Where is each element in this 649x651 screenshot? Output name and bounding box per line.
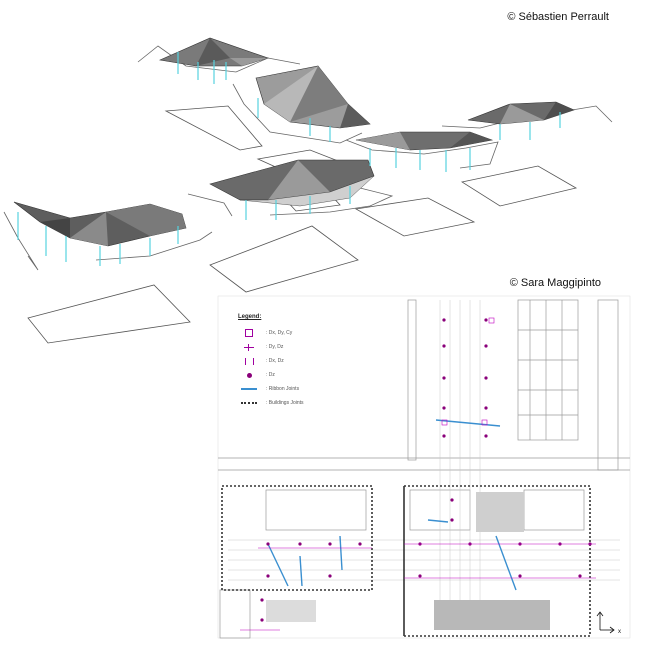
- support-markers: [260, 318, 592, 622]
- floor-plate: [460, 165, 578, 207]
- legend-item-ribbon: : Ribbon Joints: [238, 382, 304, 396]
- roof-shell-2: [255, 65, 371, 129]
- legend-item-bracket: : Dx, Dz: [238, 354, 304, 368]
- roof-shell-3: [355, 131, 494, 151]
- axis-x-label: x: [618, 629, 621, 635]
- bracket-support-icon: [244, 357, 254, 365]
- photo-credit-middle: © Sara Maggipinto: [509, 277, 601, 289]
- plan-legend: Legend: : Dx, Dy, Cy : Dy, Dz : Dx, Dz :…: [238, 314, 304, 410]
- floor-plate: [27, 284, 191, 344]
- photo-credit-top: © Sébastien Perrault: [507, 11, 609, 23]
- floor-plate: [164, 105, 263, 151]
- legend-item-box: : Dx, Dy, Cy: [238, 326, 304, 340]
- roof-shell-5: [209, 159, 375, 207]
- site-plan-drawing: [217, 295, 631, 639]
- legend-item-cross: : Dy, Dz: [238, 340, 304, 354]
- roof-shell-1: [158, 37, 269, 67]
- ribbon-joint-icon: [241, 388, 257, 390]
- floor-plate: [354, 197, 476, 237]
- axis-arrow-icon: [596, 611, 615, 634]
- legend-item-building-joint: : Buildings Joints: [238, 396, 304, 410]
- support-columns: [17, 52, 561, 266]
- ribbon-joints: [267, 419, 517, 591]
- cross-support-icon: [244, 343, 254, 351]
- legend-title: Legend:: [238, 314, 262, 320]
- box-support-icon: [245, 329, 253, 337]
- floor-plate: [209, 225, 359, 293]
- roof-shell-6: [13, 201, 187, 247]
- dot-support-icon: [246, 372, 252, 378]
- legend-item-dot: : Dz: [238, 368, 304, 382]
- roof-shell-4: [467, 101, 575, 125]
- building-joint-icon: [241, 402, 257, 404]
